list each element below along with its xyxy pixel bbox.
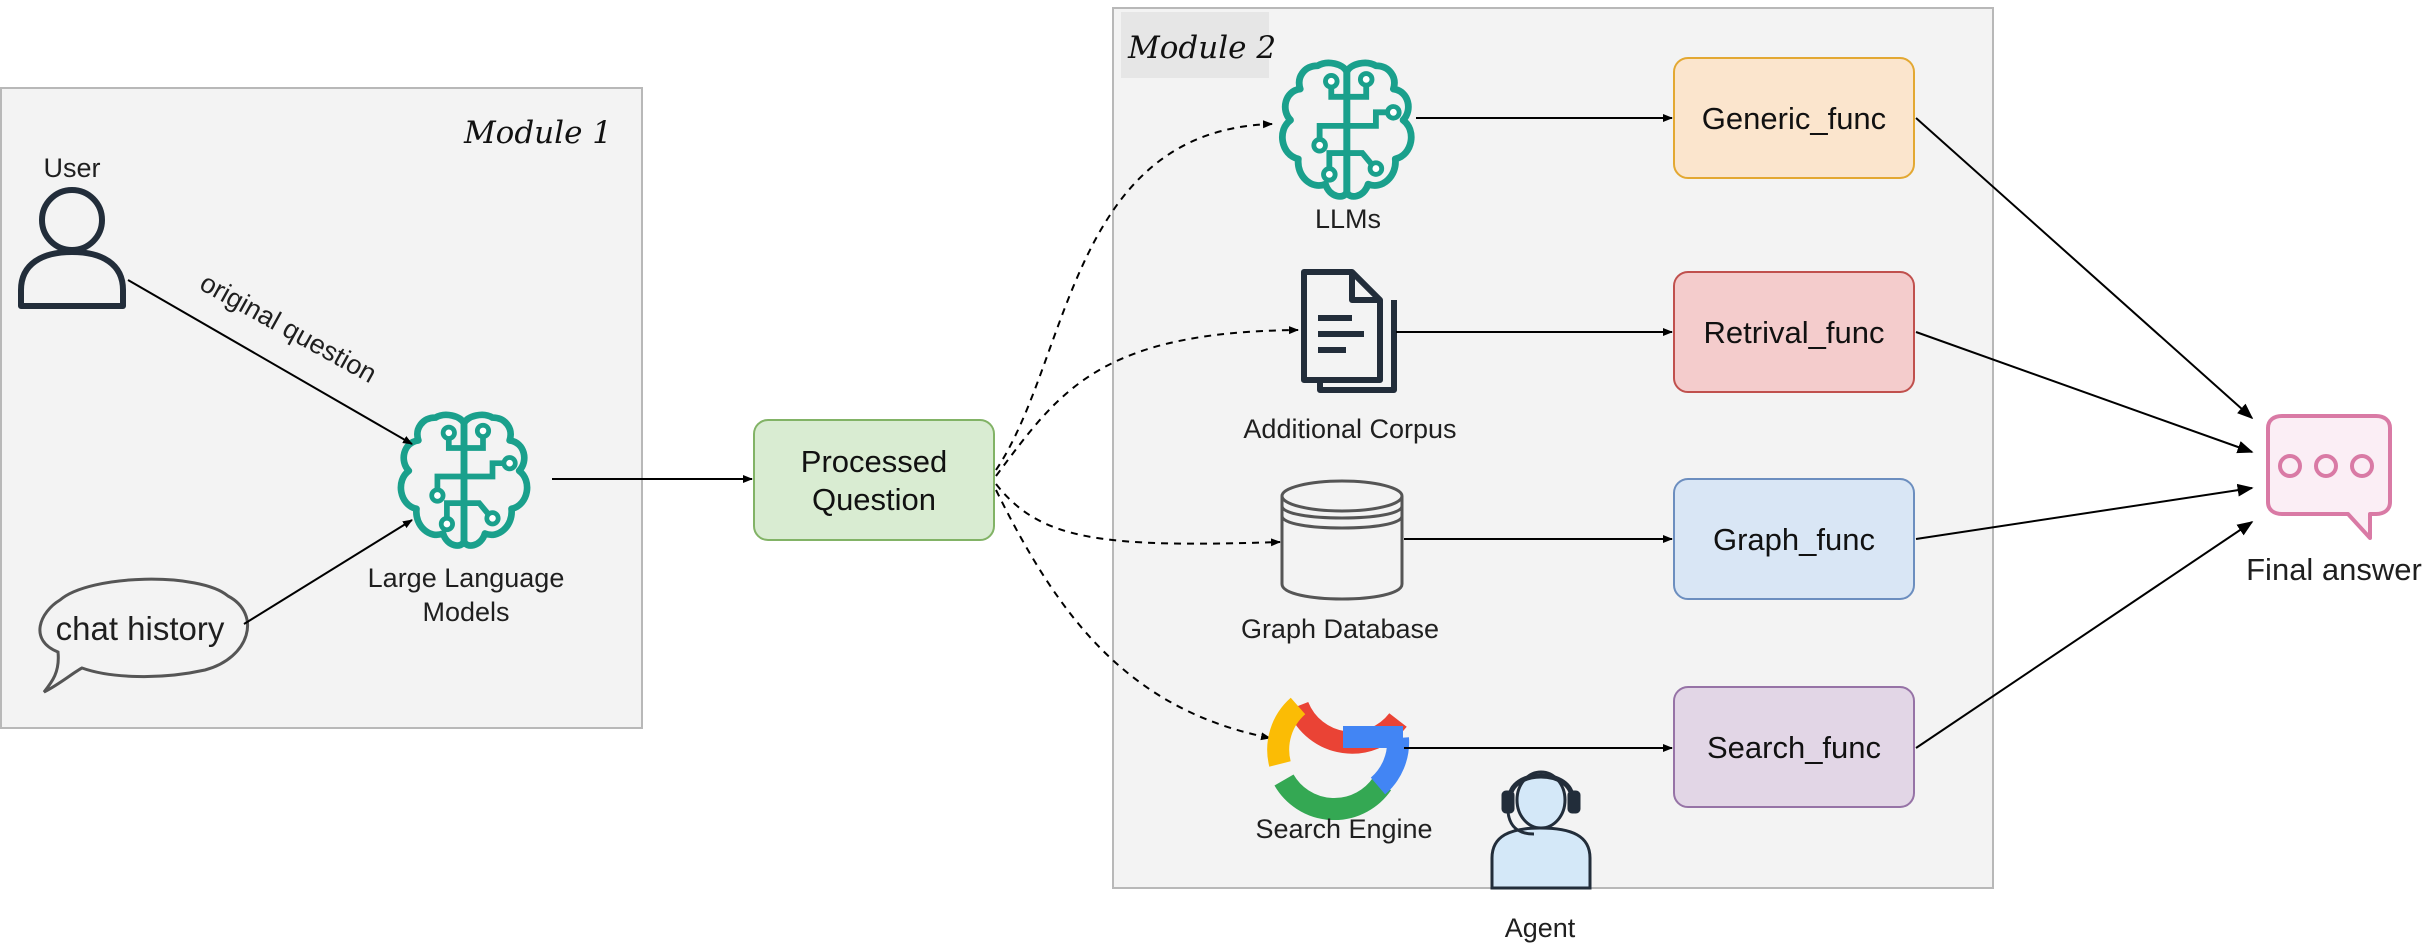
processed-question-line1: Processed bbox=[801, 444, 947, 479]
headset-agent-icon bbox=[1490, 770, 1592, 890]
edge-search-to-final bbox=[1915, 521, 2254, 749]
edge-processed-to-corpus bbox=[995, 326, 1299, 477]
llm-main-label-line1: Large Language bbox=[368, 563, 565, 593]
processed-question-line2: Question bbox=[812, 482, 936, 517]
module2-title: Module 2 bbox=[1127, 30, 1276, 66]
edge-processed-to-graph bbox=[995, 483, 1281, 547]
generic-func-label: Generic_func bbox=[1702, 101, 1886, 136]
corpus-label: Additional Corpus bbox=[1243, 414, 1456, 444]
retrival-func-box bbox=[1673, 271, 1915, 393]
graph-func-box bbox=[1673, 478, 1915, 600]
llms-label: LLMs bbox=[1315, 204, 1381, 234]
document-icon bbox=[1301, 269, 1397, 393]
search-engine-label: Search Engine bbox=[1255, 814, 1432, 844]
generic-func-box bbox=[1673, 57, 1915, 179]
edge-graph-to-final bbox=[1915, 483, 2254, 540]
edge-processed-to-llms bbox=[995, 120, 1273, 471]
user-icon bbox=[18, 187, 126, 309]
final-answer-label: Final answer bbox=[2246, 552, 2422, 587]
graph-func-label: Graph_func bbox=[1713, 522, 1875, 557]
retrival-func-label: Retrival_func bbox=[1704, 315, 1885, 350]
database-icon bbox=[1280, 479, 1404, 601]
edge-user-to-llm bbox=[127, 279, 413, 445]
search-func-label: Search_func bbox=[1707, 730, 1881, 765]
chat-history-label: chat history bbox=[56, 610, 225, 647]
graph-db-label: Graph Database bbox=[1241, 614, 1439, 644]
module2-title-bg bbox=[1121, 12, 1269, 78]
user-label: User bbox=[43, 153, 100, 183]
final-answer-icon bbox=[2266, 414, 2392, 540]
agent-label: Agent bbox=[1505, 913, 1576, 943]
llm-main-label-line2: Models bbox=[422, 597, 509, 627]
edge-chat-to-llm bbox=[243, 519, 413, 625]
edge-processed-to-search bbox=[995, 489, 1271, 741]
module1-title: Module 1 bbox=[463, 115, 612, 151]
edge-retrival-to-final bbox=[1915, 331, 2254, 454]
processed-question-box bbox=[753, 419, 995, 541]
search-func-box bbox=[1673, 686, 1915, 808]
chat-bubble-icon bbox=[38, 577, 249, 694]
edge-generic-to-final bbox=[1915, 117, 2254, 420]
google-icon bbox=[1267, 697, 1410, 821]
